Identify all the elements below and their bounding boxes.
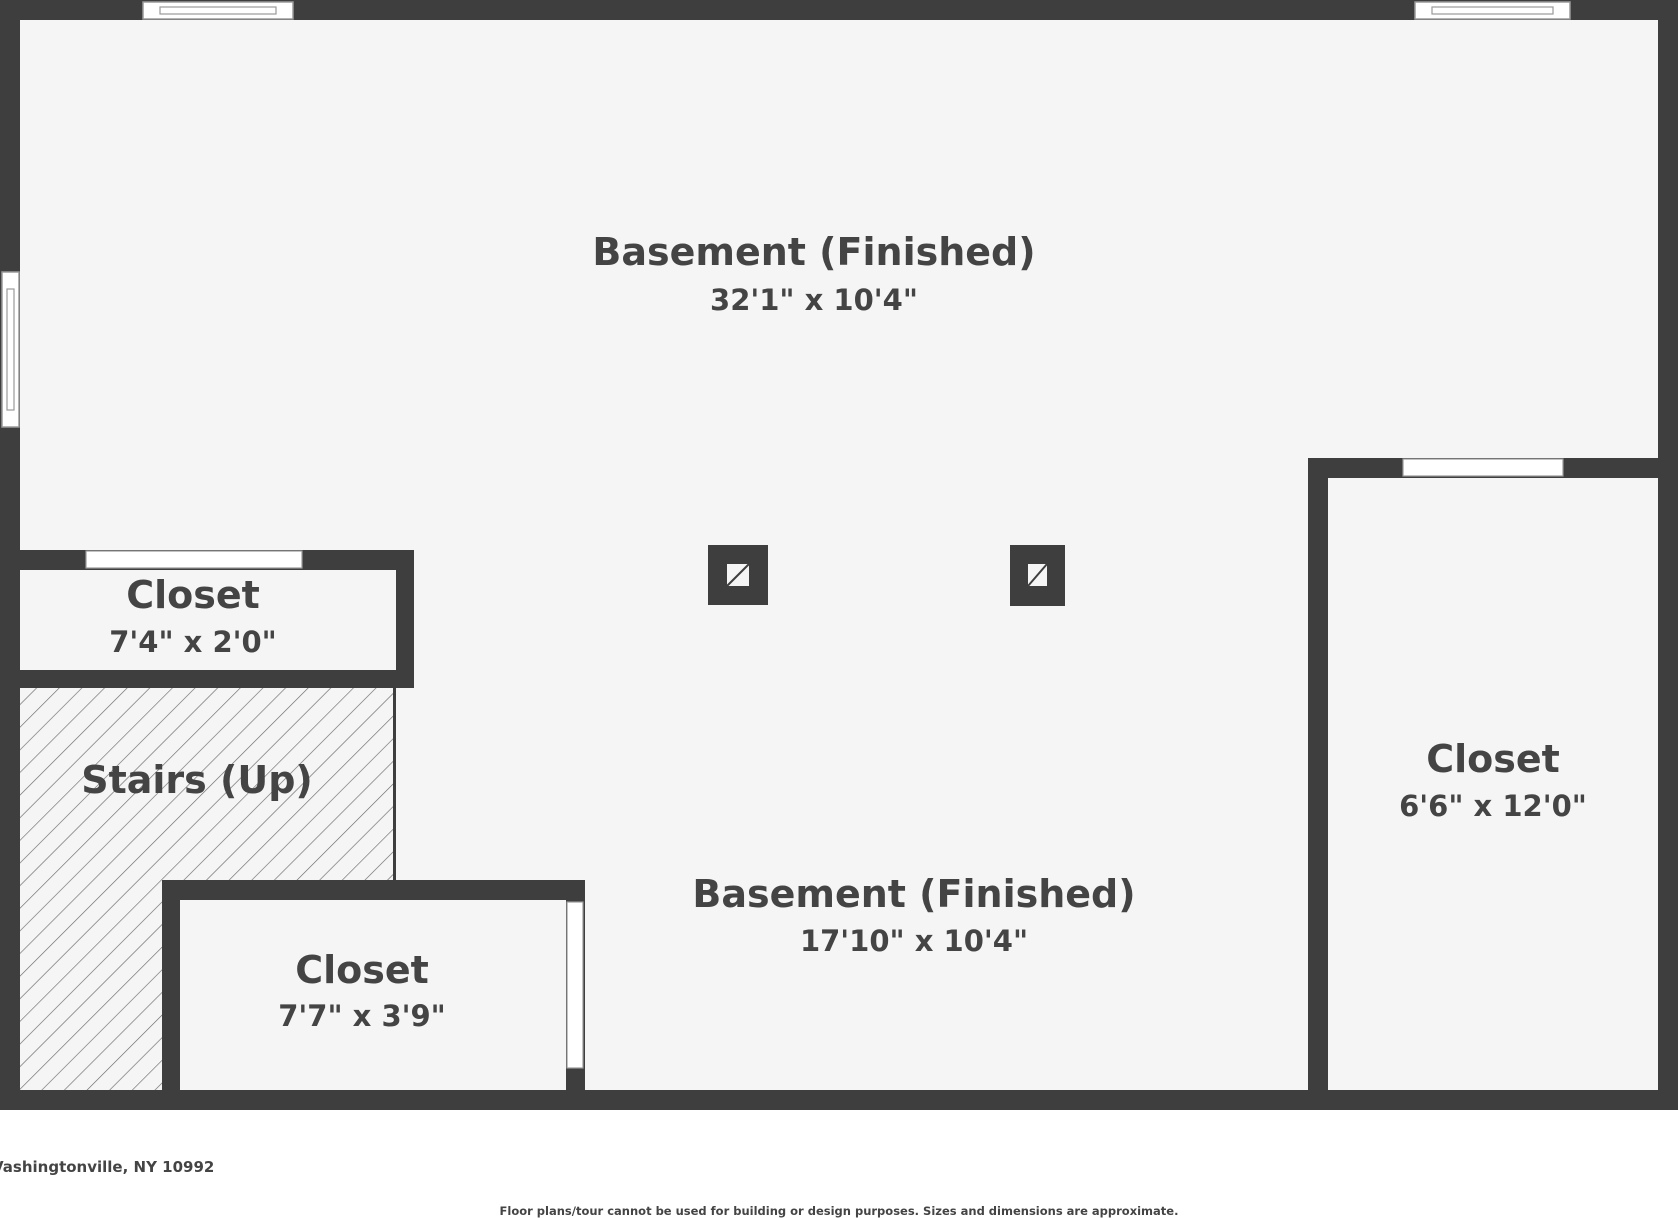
room-name-closet-bottom: Closet [295, 948, 429, 992]
support-column-1 [708, 545, 768, 605]
room-name-closet-top-left: Closet [126, 573, 260, 617]
room-name-closet-right: Closet [1426, 737, 1560, 781]
disclaimer-text: Floor plans/tour cannot be used for buil… [499, 1204, 1179, 1218]
room-dimensions-closet-right: 6'6" x 12'0" [1399, 789, 1587, 823]
closet-door-opening-1 [85, 550, 303, 569]
room-name-basement-lower: Basement (Finished) [692, 872, 1135, 916]
room-dimensions-basement-lower: 17'10" x 10'4" [800, 924, 1028, 958]
room-name-basement-main: Basement (Finished) [592, 230, 1035, 274]
support-column-2 [1010, 545, 1065, 606]
property-address: Vashingtonville, NY 10992 [0, 1158, 215, 1176]
window-top-right [1414, 1, 1571, 20]
window-left [1, 271, 20, 428]
room-dimensions-closet-bottom: 7'7" x 3'9" [278, 999, 446, 1033]
room-dimensions-basement-main: 32'1" x 10'4" [710, 283, 918, 317]
room-dimensions-closet-top-left: 7'4" x 2'0" [109, 625, 277, 659]
closet-door-opening-2 [1402, 458, 1564, 477]
room-name-stairs: Stairs (Up) [81, 758, 313, 802]
windows [1, 1, 1571, 1069]
closet-door-opening-3 [566, 901, 584, 1069]
window-top-left [142, 1, 294, 20]
stairs-area [20, 688, 396, 1090]
